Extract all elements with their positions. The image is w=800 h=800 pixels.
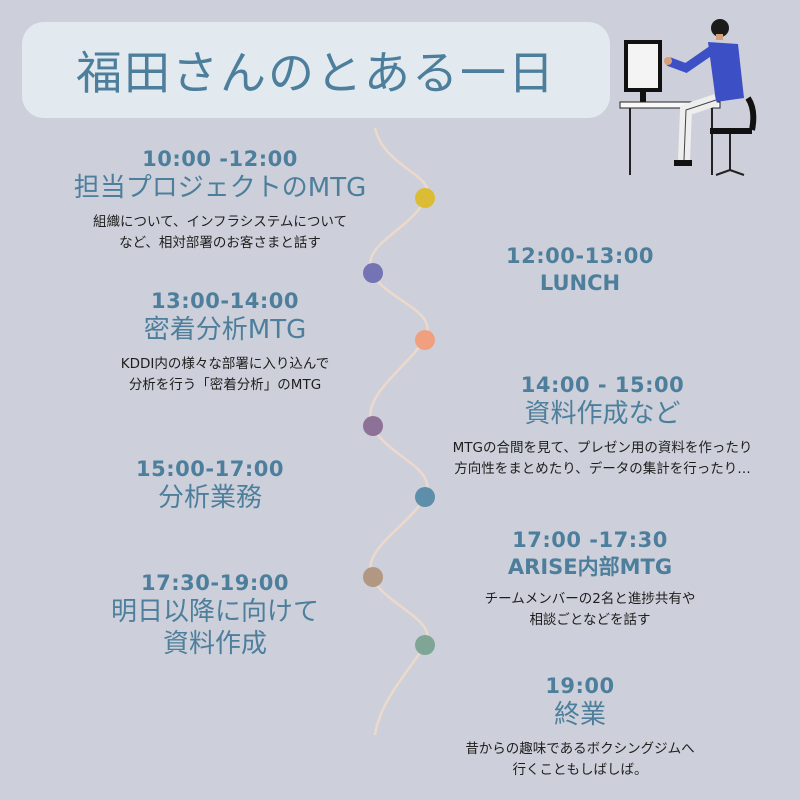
event-block: 17:30-19:00 明日以降に向けて 資料作成 (70, 570, 360, 660)
desc-line: 相談ごとなどを話す (529, 612, 651, 628)
event-description: 昔からの趣味であるボクシングジムへ 行くこともしばしば。 (420, 739, 740, 781)
desc-line: など、相対部署のお客さまと話す (119, 235, 321, 251)
event-block: 13:00-14:00 密着分析MTG KDDI内の様々な部署に入り込んで 分析… (60, 288, 390, 396)
event-time: 10:00 -12:00 (142, 147, 298, 171)
event-time: 17:00 -17:30 (512, 528, 668, 552)
event-description: 組織について、インフラシステムについて など、相対部署のお客さまと話す (40, 212, 400, 254)
event-heading: 分析業務 (157, 483, 262, 513)
event-block: 15:00-17:00 分析業務 (90, 456, 330, 514)
event-description: チームメンバーの2名と進捗共有や 相談ごとなどを話す (430, 589, 750, 631)
title-banner: 福田さんのとある一日 (22, 22, 610, 118)
event-time: 14:00 - 15:00 (520, 373, 685, 397)
event-block: 14:00 - 15:00 資料作成など MTGの合間を見て、プレゼン用の資料を… (415, 372, 790, 480)
timeline-dot (363, 263, 383, 283)
event-heading: ARISE内部MTG (507, 555, 673, 579)
event-block: 12:00-13:00 LUNCH (470, 243, 690, 297)
event-block: 17:00 -17:30 ARISE内部MTG チームメンバーの2名と進捗共有や… (430, 527, 750, 631)
desc-line: 行くこともしばしば。 (512, 762, 648, 778)
event-time: 19:00 (545, 674, 615, 698)
page-title: 福田さんのとある一日 (76, 46, 556, 100)
event-time: 15:00-17:00 (136, 457, 284, 481)
event-time: 13:00-14:00 (151, 289, 299, 313)
desc-line: 分析を行う「密着分析」のMTG (128, 377, 322, 393)
timeline-dot (415, 487, 435, 507)
event-description: MTGの合間を見て、プレゼン用の資料を作ったり 方向性をまとめたり、データの集計… (415, 438, 790, 480)
desc-line: MTGの合間を見て、プレゼン用の資料を作ったり (452, 440, 753, 456)
timeline-dot (415, 188, 435, 208)
event-time: 12:00-13:00 (506, 244, 654, 268)
event-heading: LUNCH (539, 271, 621, 295)
event-heading: 担当プロジェクトのMTG (73, 173, 367, 203)
desc-line: KDDI内の様々な部署に入り込んで (120, 356, 330, 372)
event-block: 19:00 終業 昔からの趣味であるボクシングジムへ 行くこともしばしば。 (420, 673, 740, 781)
event-heading: 資料作成など (524, 399, 681, 429)
person-at-desk-illustration (619, 19, 757, 176)
desc-line: 昔からの趣味であるボクシングジムへ (465, 741, 695, 757)
desc-line: 組織について、インフラシステムについて (93, 214, 347, 230)
event-block: 10:00 -12:00 担当プロジェクトのMTG 組織について、インフラシステ… (40, 146, 400, 254)
timeline-dot (363, 416, 383, 436)
event-heading: 密着分析MTG (143, 315, 307, 345)
desc-line: チームメンバーの2名と進捗共有や (484, 591, 696, 607)
timeline-dot (415, 635, 435, 655)
timeline-dot (363, 567, 383, 587)
timeline-dot (415, 330, 435, 350)
event-heading: 明日以降に向けて 資料作成 (110, 597, 319, 659)
event-time: 17:30-19:00 (141, 571, 289, 595)
event-description: KDDI内の様々な部署に入り込んで 分析を行う「密着分析」のMTG (60, 354, 390, 396)
desc-line: 方向性をまとめたり、データの集計を行ったり… (454, 461, 751, 477)
event-heading: 終業 (553, 700, 606, 730)
